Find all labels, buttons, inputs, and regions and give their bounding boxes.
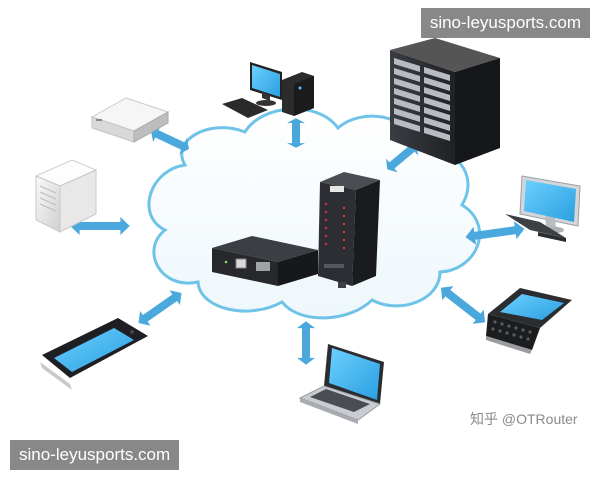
media-converter — [212, 236, 318, 286]
server-rack — [390, 38, 500, 165]
small-server-tower — [34, 159, 98, 233]
image-credit: 知乎 @OTRouter — [470, 411, 578, 427]
desktop-computer-right — [505, 175, 581, 242]
arrow-phone-left — [133, 285, 187, 331]
network-storage-box — [90, 97, 170, 143]
ethernet-port — [235, 258, 247, 269]
arrow-phone-right — [435, 280, 491, 330]
switch-label — [330, 186, 344, 192]
watermark-top: sino-leyusports.com — [420, 8, 590, 38]
qwerty-phone-right — [486, 288, 572, 354]
din-rail-switch — [318, 172, 380, 288]
desktop-computer-top — [222, 62, 314, 118]
fiber-port — [256, 262, 270, 271]
watermark-bottom: sino-leyusports.com — [10, 440, 180, 470]
smartphone-left — [40, 318, 148, 390]
arrow-laptop — [297, 321, 315, 365]
laptop — [298, 344, 384, 424]
